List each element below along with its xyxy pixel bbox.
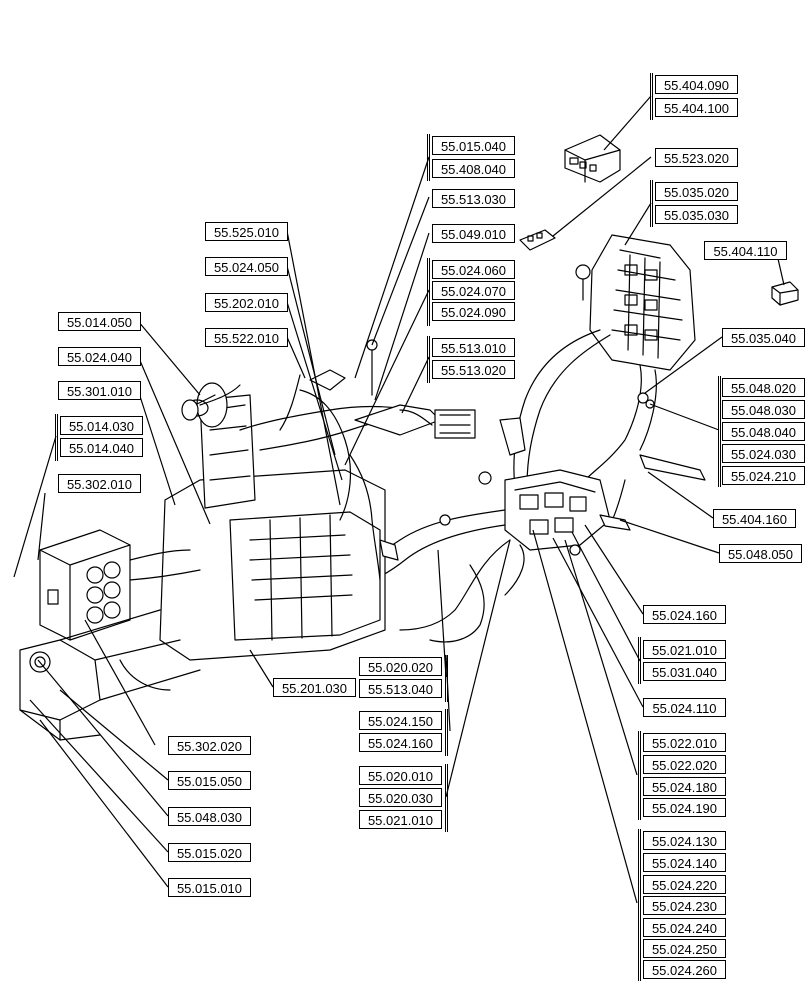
group-bar <box>445 709 448 756</box>
part-ref-55-024-190[interactable]: 55.024.190 <box>643 798 726 817</box>
part-ref-55-021-010[interactable]: 55.021.010 <box>643 640 726 659</box>
part-ref-55-035-030[interactable]: 55.035.030 <box>655 205 738 224</box>
part-ref-55-513-030[interactable]: 55.513.030 <box>432 189 515 208</box>
part-ref-55-202-010[interactable]: 55.202.010 <box>205 293 288 312</box>
part-ref-55-048-030[interactable]: 55.048.030 <box>722 400 805 419</box>
group-bar <box>427 258 430 326</box>
part-ref-55-014-050[interactable]: 55.014.050 <box>58 312 141 331</box>
part-ref-55-302-020[interactable]: 55.302.020 <box>168 736 251 755</box>
connector-523-020-part <box>519 229 556 251</box>
part-ref-55-301-010[interactable]: 55.301.010 <box>58 381 141 400</box>
part-ref-55-024-240[interactable]: 55.024.240 <box>643 918 726 937</box>
part-ref-55-201-030[interactable]: 55.201.030 <box>273 678 356 697</box>
part-ref-55-024-090[interactable]: 55.024.090 <box>432 302 515 321</box>
part-ref-55-035-040[interactable]: 55.035.040 <box>722 328 805 347</box>
group-bar <box>718 376 721 487</box>
part-ref-55-024-150[interactable]: 55.024.150 <box>359 711 442 730</box>
part-ref-55-015-010[interactable]: 55.015.010 <box>168 878 251 897</box>
part-ref-55-014-040[interactable]: 55.014.040 <box>60 438 143 457</box>
part-ref-55-525-010[interactable]: 55.525.010 <box>205 222 288 241</box>
group-bar <box>650 73 653 120</box>
group-bar <box>638 829 641 981</box>
part-ref-55-522-010[interactable]: 55.522.010 <box>205 328 288 347</box>
part-ref-55-024-060[interactable]: 55.024.060 <box>432 260 515 279</box>
part-ref-55-015-040[interactable]: 55.015.040 <box>432 136 515 155</box>
part-ref-55-048-040[interactable]: 55.048.040 <box>722 422 805 441</box>
part-ref-55-024-130[interactable]: 55.024.130 <box>643 831 726 850</box>
left-assembly <box>39 529 201 641</box>
part-ref-55-021-010-b[interactable]: 55.021.010 <box>359 810 442 829</box>
part-ref-55-024-070[interactable]: 55.024.070 <box>432 281 515 300</box>
part-ref-55-024-110[interactable]: 55.024.110 <box>643 698 726 717</box>
part-ref-55-022-010[interactable]: 55.022.010 <box>643 733 726 752</box>
part-ref-55-020-020[interactable]: 55.020.020 <box>359 657 442 676</box>
group-bar <box>638 731 641 820</box>
connector-404-090-part <box>564 134 621 183</box>
group-bar <box>427 336 430 383</box>
part-ref-55-024-050[interactable]: 55.024.050 <box>205 257 288 276</box>
part-ref-55-048-030-b[interactable]: 55.048.030 <box>168 807 251 826</box>
fuse-relay-board <box>575 234 696 371</box>
part-ref-55-024-250[interactable]: 55.024.250 <box>643 939 726 958</box>
part-ref-55-020-030[interactable]: 55.020.030 <box>359 788 442 807</box>
part-ref-55-015-020[interactable]: 55.015.020 <box>168 843 251 862</box>
part-ref-55-024-140[interactable]: 55.024.140 <box>643 853 726 872</box>
group-bar <box>427 134 430 181</box>
part-ref-55-302-010[interactable]: 55.302.010 <box>58 474 141 493</box>
central-junction <box>504 469 611 551</box>
part-ref-55-022-020[interactable]: 55.022.020 <box>643 755 726 774</box>
part-ref-55-513-020[interactable]: 55.513.020 <box>432 360 515 379</box>
part-ref-55-408-040[interactable]: 55.408.040 <box>432 159 515 178</box>
group-bar <box>445 764 448 832</box>
part-ref-55-048-020[interactable]: 55.048.020 <box>722 378 805 397</box>
part-ref-55-513-040[interactable]: 55.513.040 <box>359 679 442 698</box>
group-bar <box>638 637 641 684</box>
part-ref-55-024-210[interactable]: 55.024.210 <box>722 466 805 485</box>
part-ref-55-024-160[interactable]: 55.024.160 <box>643 605 726 624</box>
engine-block <box>159 382 386 661</box>
part-ref-55-523-020[interactable]: 55.523.020 <box>655 148 738 167</box>
part-ref-55-024-160-b[interactable]: 55.024.160 <box>359 733 442 752</box>
part-ref-55-049-010[interactable]: 55.049.010 <box>432 224 515 243</box>
part-ref-55-024-030[interactable]: 55.024.030 <box>722 444 805 463</box>
part-ref-55-024-260[interactable]: 55.024.260 <box>643 960 726 979</box>
part-ref-55-024-220[interactable]: 55.024.220 <box>643 875 726 894</box>
part-ref-55-513-010[interactable]: 55.513.010 <box>432 338 515 357</box>
part-ref-55-035-020[interactable]: 55.035.020 <box>655 182 738 201</box>
part-ref-55-024-230[interactable]: 55.024.230 <box>643 896 726 915</box>
part-ref-55-024-040[interactable]: 55.024.040 <box>58 347 141 366</box>
part-ref-55-404-090[interactable]: 55.404.090 <box>655 75 738 94</box>
part-ref-55-031-040[interactable]: 55.031.040 <box>643 662 726 681</box>
part-ref-55-015-050[interactable]: 55.015.050 <box>168 771 251 790</box>
part-ref-55-404-160[interactable]: 55.404.160 <box>713 509 796 528</box>
group-bar <box>55 414 58 461</box>
part-ref-55-024-180[interactable]: 55.024.180 <box>643 777 726 796</box>
group-bar <box>445 655 448 702</box>
part-ref-55-404-110[interactable]: 55.404.110 <box>704 241 787 260</box>
part-ref-55-014-030[interactable]: 55.014.030 <box>60 416 143 435</box>
connector-404-110-part <box>771 281 799 306</box>
group-bar <box>650 180 653 227</box>
part-ref-55-404-100[interactable]: 55.404.100 <box>655 98 738 117</box>
part-ref-55-048-050[interactable]: 55.048.050 <box>719 544 802 563</box>
part-ref-55-020-010[interactable]: 55.020.010 <box>359 766 442 785</box>
lower-left-frame <box>19 609 201 741</box>
